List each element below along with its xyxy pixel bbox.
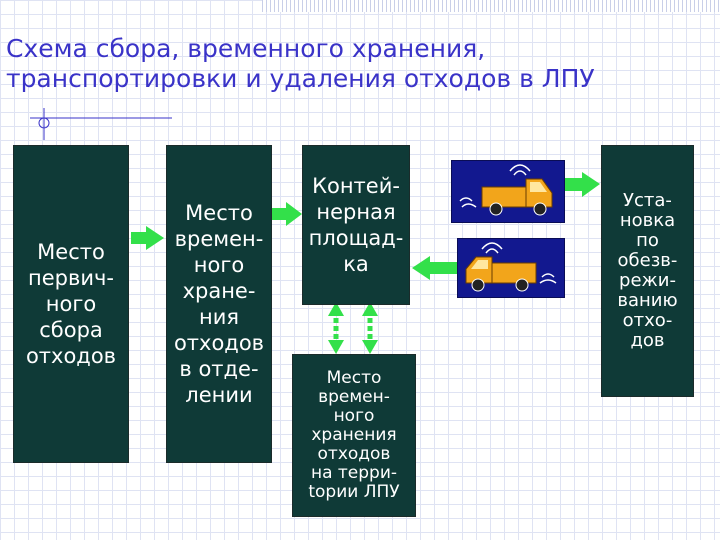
top-decoration-bar — [262, 0, 720, 12]
arrow-primary-to-temporary — [131, 226, 164, 250]
page-title: Схема сбора, временного хранения, трансп… — [6, 34, 706, 94]
arrow-container-territory-right — [362, 302, 378, 354]
disposal-unit-label: Уста- новка по обезв- режи- ванию отхо- … — [617, 190, 678, 351]
primary-collection-box: Место первич- ного сбора отходов — [13, 145, 129, 463]
crosshair-icon — [30, 108, 172, 140]
temporary-storage-label: Место времен- ного хране- ния отходов в … — [173, 201, 265, 407]
disposal-unit-box: Уста- новка по обезв- режи- ванию отхо- … — [601, 145, 694, 397]
arrow-truck-to-container — [412, 256, 457, 280]
truck-panel-top — [451, 160, 565, 223]
title-line-1: Схема сбора, временного хранения, — [6, 34, 486, 63]
arrow-container-territory-left — [328, 302, 344, 354]
territory-storage-box: Место времен- ного хранения отходов на т… — [292, 354, 416, 517]
temporary-storage-box: Место времен- ного хране- ния отходов в … — [166, 145, 272, 463]
title-line-2: транспортировки и удаления отходов в ЛПУ — [6, 64, 595, 93]
territory-storage-label: Место времен- ного хранения отходов на т… — [308, 368, 400, 502]
arrow-temporary-to-container — [272, 202, 302, 226]
container-site-box: Контей- нерная площад- ка — [302, 145, 410, 305]
truck-panel-bottom — [457, 238, 565, 298]
truck-icon — [459, 164, 553, 216]
primary-collection-label: Место первич- ного сбора отходов — [25, 240, 117, 368]
truck-icon-reversed — [465, 242, 557, 292]
container-site-label: Контей- нерная площад- ка — [308, 174, 404, 276]
arrow-truck-to-disposal — [565, 172, 600, 197]
